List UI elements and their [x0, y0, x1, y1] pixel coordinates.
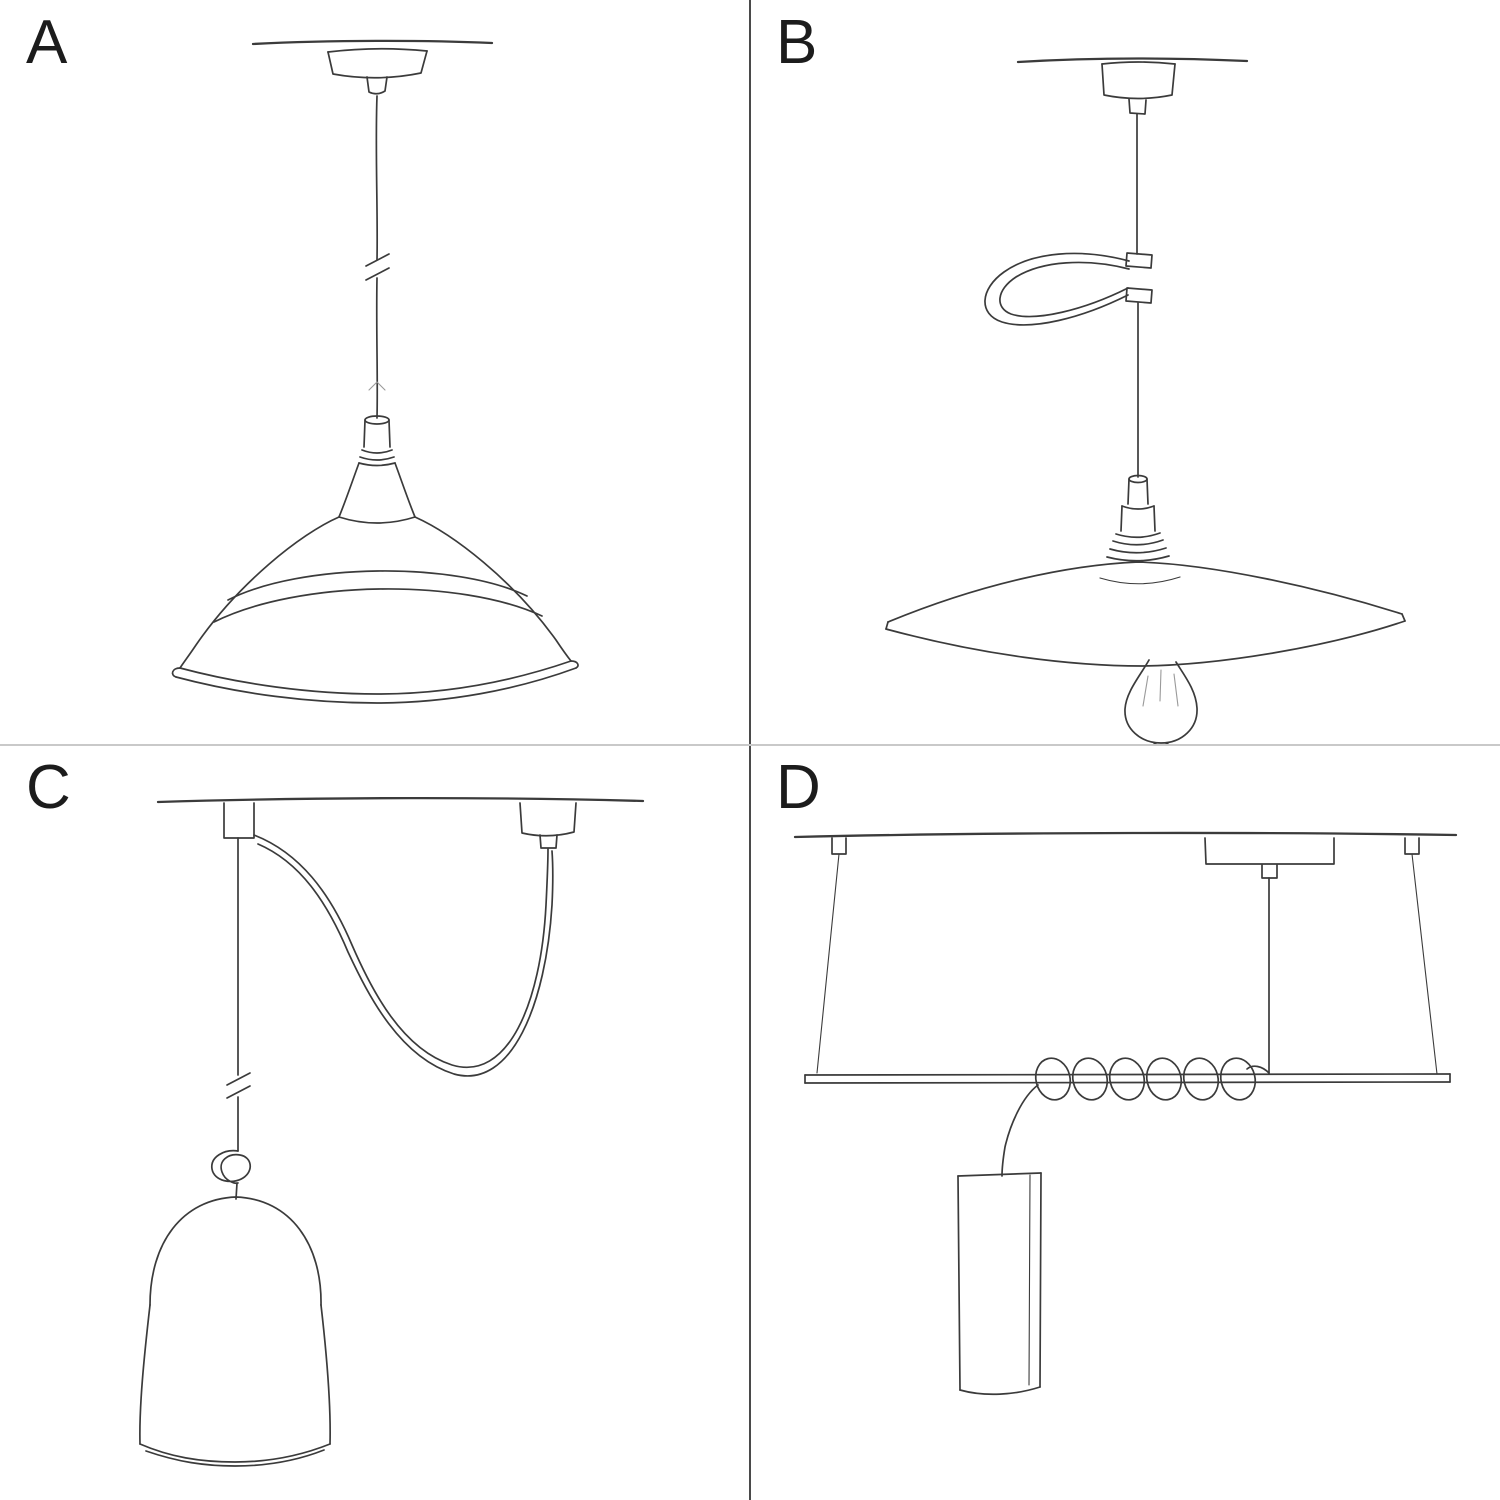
- swag-cable-c: [253, 834, 554, 1077]
- light-bulb-b: [1124, 659, 1198, 745]
- drop-cable-c: [226, 837, 251, 1152]
- industrial-bowl-shade-a: [171, 516, 579, 704]
- cable-knot-c: [211, 1149, 251, 1200]
- pendant-cable-a: [365, 95, 390, 419]
- panel-d-label: D: [776, 753, 822, 822]
- cable-coils-d: [1001, 1057, 1270, 1177]
- ceiling-line-d: [793, 831, 1458, 839]
- sketch-pendant-c: [139, 796, 645, 1467]
- hanger-wire-left-d: [816, 837, 847, 1074]
- hanger-wire-right-d: [1404, 837, 1438, 1075]
- hook-bracket-c: [223, 802, 255, 839]
- sketch-pendant-a: [171, 39, 579, 704]
- ceiling-line-c: [156, 796, 645, 804]
- panel-a-label: A: [26, 8, 69, 77]
- tube-pendant-d: [957, 1172, 1042, 1396]
- ceiling-line-a: [251, 39, 494, 46]
- vertical-divider: [749, 0, 751, 1500]
- sketch-pendant-b: [885, 57, 1406, 745]
- ceiling-line-b: [1016, 57, 1249, 64]
- lamp-holder-a: [338, 415, 416, 518]
- suspension-bar-d: [804, 1073, 1451, 1084]
- wire-hook-b: [984, 252, 1153, 326]
- horizontal-divider: [0, 744, 1500, 746]
- panel-b-label: B: [776, 8, 819, 77]
- panel-d: D: [750, 745, 1500, 1500]
- flat-plate-shade-b: [885, 561, 1406, 667]
- ceiling-rose-b: [1101, 61, 1176, 115]
- bell-shade-c: [139, 1196, 331, 1467]
- panel-c-label: C: [26, 753, 72, 822]
- ceiling-rose-d: [1204, 837, 1335, 879]
- lamp-holder-b: [1106, 474, 1170, 562]
- ceiling-rose-c: [519, 802, 577, 849]
- sketch-pendant-d: [793, 831, 1458, 1396]
- panel-b: B: [750, 0, 1500, 745]
- ceiling-rose-a: [327, 47, 428, 95]
- panel-a: A: [0, 0, 750, 745]
- panel-c: C: [0, 745, 750, 1500]
